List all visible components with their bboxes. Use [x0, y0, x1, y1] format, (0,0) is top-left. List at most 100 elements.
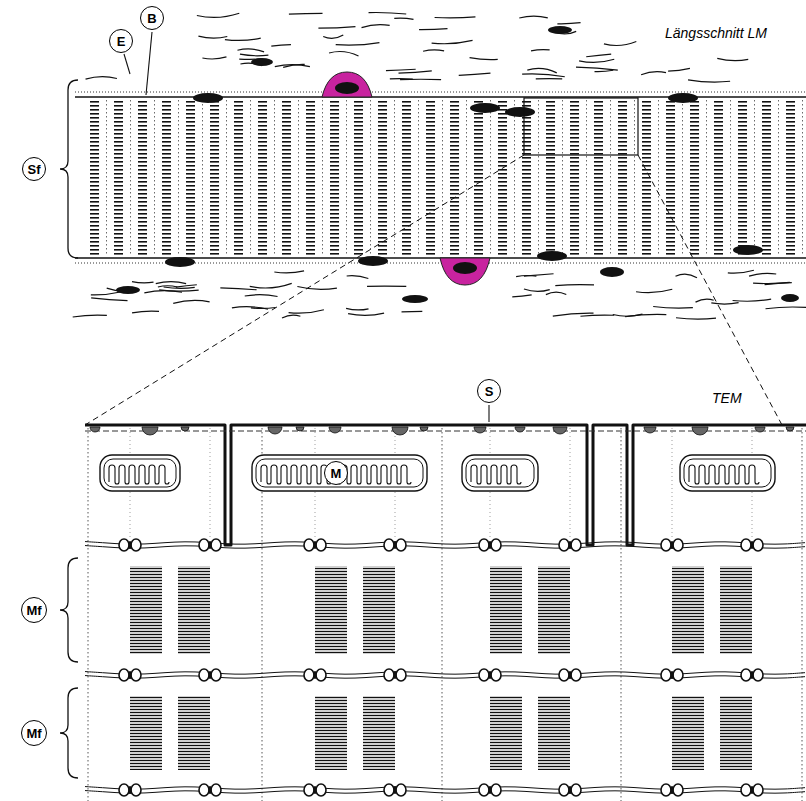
connective-tissue — [402, 311, 423, 313]
tem-panel — [442, 428, 443, 801]
muscle-fiber-lm — [470, 103, 500, 113]
tem-panel — [131, 784, 141, 796]
connective-tissue — [329, 51, 358, 55]
tem-panel — [488, 786, 491, 794]
connective-tissue — [524, 274, 554, 276]
connective-tissue — [220, 288, 256, 290]
view-label: Längsschnitt LM — [665, 26, 767, 41]
tem-panel — [304, 539, 314, 551]
connective-tissue — [432, 40, 473, 43]
tem-panel — [753, 784, 763, 796]
connective-tissue — [711, 303, 738, 304]
connective-tissue — [531, 50, 550, 51]
connective-tissue — [717, 58, 748, 60]
muscle-fiber-lm — [802, 100, 803, 255]
connective-tissue — [251, 58, 273, 66]
tem-panel — [692, 427, 708, 435]
tem-panel — [85, 425, 806, 545]
muscle-fiber-lm — [570, 100, 579, 255]
connective-tissue — [400, 79, 441, 81]
tem-panel — [109, 465, 169, 484]
connective-tissue — [423, 50, 444, 51]
connective-tissue — [348, 313, 384, 315]
connective-tissue — [524, 289, 550, 291]
leader-line — [488, 405, 489, 422]
connective-tissue — [274, 271, 304, 273]
muscle-fiber-lm — [234, 100, 243, 255]
tem-panel — [131, 539, 141, 551]
muscle-fiber-lm — [738, 100, 747, 255]
muscle-fiber-lm — [466, 100, 467, 255]
view-label: TEM — [712, 391, 742, 406]
connective-tissue — [553, 313, 594, 316]
tem-panel — [684, 459, 771, 487]
leader-line — [124, 32, 489, 422]
connective-tissue — [73, 315, 107, 317]
connective-tissue — [600, 267, 624, 277]
connective-tissue — [576, 67, 618, 70]
callout-letter: M — [331, 467, 342, 480]
tem-panel — [85, 542, 805, 545]
muscle-fiber-lm — [346, 100, 347, 255]
connective-tissue — [362, 25, 390, 28]
tem-panel — [559, 669, 569, 681]
tem-panel — [568, 671, 571, 679]
tem-panel — [568, 786, 571, 794]
tem-panel — [316, 539, 326, 551]
connective-tissue — [156, 282, 186, 284]
tem-panel — [313, 671, 316, 679]
muscle-fiber-lm — [538, 100, 539, 255]
tem-panel — [128, 541, 131, 549]
muscle-fiber-lm — [658, 100, 659, 255]
muscle-fiber-lm — [562, 100, 563, 255]
tem-panel — [538, 696, 570, 770]
tem-panel — [211, 784, 221, 796]
muscle-fiber-lm — [594, 100, 603, 255]
connective-tissue — [232, 307, 268, 310]
connective-tissue — [555, 285, 594, 286]
muscle-fiber-lm — [250, 100, 251, 255]
bracket — [60, 80, 78, 258]
connective-tissue — [318, 27, 355, 29]
tem-panel — [479, 784, 489, 796]
tem-panel — [178, 696, 210, 770]
muscle-fiber-lm — [522, 100, 531, 255]
tem-panel — [329, 427, 341, 433]
muscle-fiber-lm — [450, 100, 459, 255]
connective-tissue — [176, 285, 197, 287]
tem-panel — [491, 669, 501, 681]
callout-circle: S — [477, 379, 501, 403]
tem-panel — [384, 784, 394, 796]
tem-panel — [85, 676, 805, 679]
tem-panel — [304, 784, 314, 796]
tem-panel — [384, 669, 394, 681]
callout-circle: B — [140, 6, 164, 30]
connective-tissue — [579, 59, 614, 62]
connective-tissue — [271, 45, 291, 47]
muscle-fiber-lm — [322, 100, 323, 255]
connective-tissue — [164, 287, 195, 288]
connective-tissue — [132, 311, 159, 313]
connective-tissue — [245, 295, 278, 297]
connective-tissue — [676, 318, 716, 319]
tem-panel — [672, 566, 704, 654]
muscle-fiber-lm — [786, 100, 795, 255]
tem-panel — [119, 669, 129, 681]
tem-panel — [479, 539, 489, 551]
connective-tissue — [753, 282, 790, 283]
muscle-fiber-lm — [138, 100, 147, 255]
muscle-fiber-lm — [75, 92, 806, 93]
tem-panel — [252, 455, 427, 491]
tem-panel — [741, 784, 751, 796]
muscle-fiber-lm — [498, 100, 507, 255]
connective-tissue — [202, 57, 226, 59]
tem-panel — [313, 786, 316, 794]
tem-panel — [750, 541, 753, 549]
connective-tissue — [399, 71, 432, 73]
connective-tissue — [546, 292, 566, 295]
tem-panel — [393, 541, 396, 549]
connective-tissue — [470, 58, 498, 60]
connective-tissue — [781, 294, 799, 302]
